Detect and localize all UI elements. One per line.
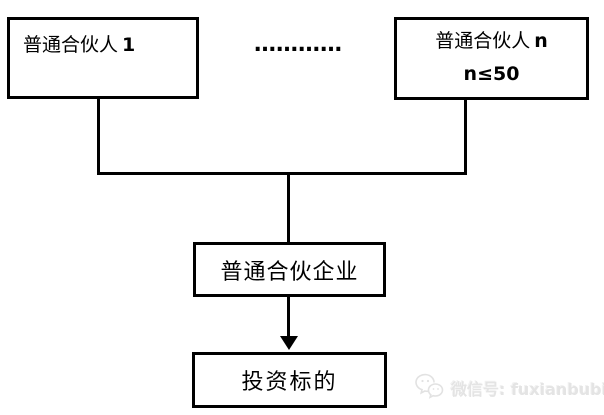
connector-center-vertical <box>287 172 290 244</box>
box-general-partnership: 普通合伙企业 <box>193 242 386 297</box>
box-investment-target-label: 投资标的 <box>241 370 338 395</box>
arrow-down-icon <box>280 336 298 350</box>
box-investment-target: 投资标的 <box>192 352 387 408</box>
wechat-icon <box>415 372 445 404</box>
box-general-partner-1-label: 普通合伙人 <box>23 34 119 56</box>
watermark-text: 微信号: fuxianbubin <box>451 380 604 399</box>
connector-right-vertical <box>464 98 467 175</box>
box-general-partner-n-number: n <box>534 30 548 52</box>
ellipsis-dots: ………… <box>254 32 342 57</box>
box-general-partner-1-number: 1 <box>122 34 136 56</box>
box-general-partner-n-label: 普通合伙人 <box>435 30 531 52</box>
connector-horizontal <box>97 172 467 175</box>
box-general-partnership-label: 普通合伙企业 <box>220 259 359 285</box>
arrow-down-shaft <box>287 297 290 338</box>
watermark: 微信号: fuxianbubin <box>415 372 604 404</box>
connector-left-vertical <box>97 98 100 175</box>
partner-count-constraint: n≤50 <box>463 63 520 85</box>
